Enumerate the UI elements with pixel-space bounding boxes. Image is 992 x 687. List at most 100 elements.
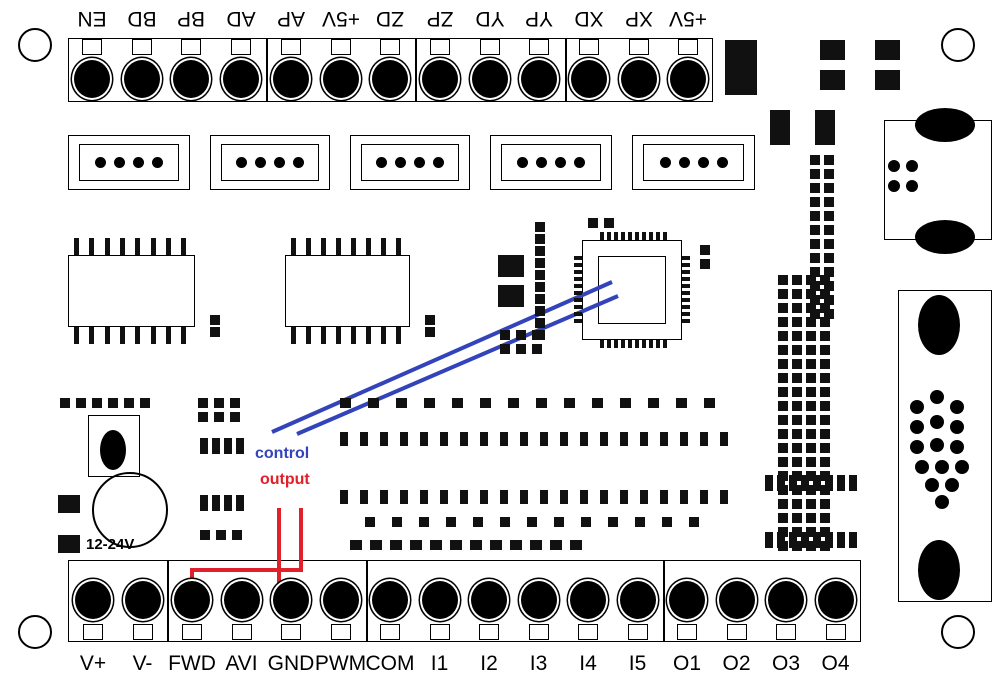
smd-pad: [820, 401, 830, 411]
smd-pad: [540, 490, 548, 504]
smd-pad: [340, 398, 351, 408]
chip-leg: [181, 238, 187, 255]
smd-pad: [813, 475, 821, 491]
db15-pin: [950, 400, 964, 414]
db15-mount: [918, 540, 960, 600]
mounting-hole: [941, 28, 975, 62]
smd-pad: [820, 70, 845, 90]
db15-pin: [955, 460, 969, 474]
smd-pad: [810, 253, 820, 263]
smd-pad: [210, 327, 220, 337]
db15-pin: [930, 415, 944, 429]
smd-pad: [236, 495, 244, 511]
top-terminal-block: [68, 38, 713, 102]
smd-pad: [500, 432, 508, 446]
smd-pad: [440, 490, 448, 504]
smd-pad: [424, 398, 435, 408]
qfp-leg: [635, 340, 639, 348]
smd-pad: [510, 540, 522, 550]
smd-pad: [380, 490, 388, 504]
smd-pad: [806, 373, 816, 383]
smd-pad: [778, 429, 788, 439]
top-terminal-label: YD: [475, 7, 505, 30]
qfp-leg: [656, 340, 660, 348]
smd-pad: [470, 540, 482, 550]
smd-pad: [700, 432, 708, 446]
qfp-leg: [574, 284, 582, 288]
smd-pad: [420, 490, 428, 504]
smd-pad: [473, 517, 483, 527]
chip-leg: [381, 238, 387, 255]
chip-leg: [321, 238, 327, 255]
db15-pin: [915, 460, 929, 474]
terminal-tab: [678, 39, 699, 55]
smd-pad: [824, 281, 834, 291]
smd-pad: [806, 499, 816, 509]
smd-pad: [801, 532, 809, 548]
smd-pad: [212, 495, 220, 511]
chip-leg: [166, 327, 171, 344]
smd-pad: [660, 432, 668, 446]
smd-pad: [789, 475, 797, 491]
smd-pad: [778, 415, 788, 425]
smd-pad: [380, 432, 388, 446]
smd-pad: [532, 344, 542, 354]
terminal-tab: [726, 624, 747, 640]
smd-pad: [777, 532, 785, 548]
qfp-leg: [574, 256, 582, 260]
smd-pad: [806, 317, 816, 327]
terminal-tab: [776, 624, 796, 640]
smd-pad: [806, 331, 816, 341]
qfp-leg: [628, 232, 632, 240]
smd-pad: [396, 398, 407, 408]
bottom-terminal-block: [68, 560, 861, 642]
smd-pad: [820, 317, 830, 327]
smd-pad: [792, 457, 802, 467]
terminal-tab: [280, 39, 301, 55]
smd-pad: [535, 282, 545, 292]
db15-pin: [925, 478, 939, 492]
smd-pad: [820, 303, 830, 313]
smd-pad: [820, 345, 830, 355]
terminal-tab: [380, 624, 400, 640]
smd-pad: [450, 540, 462, 550]
bottom-terminal-label: FWD: [168, 652, 216, 675]
smd-pad: [778, 373, 788, 383]
smd-pad: [820, 359, 830, 369]
smd-pad: [500, 344, 510, 354]
smd-pad: [813, 532, 821, 548]
top-terminal-label: AD: [226, 7, 256, 30]
smd-pad: [340, 432, 348, 446]
smd-pad: [700, 259, 710, 269]
smd-pad: [765, 475, 773, 491]
terminal-tab: [380, 39, 401, 55]
smd-pad: [849, 475, 857, 491]
screw-terminal: [372, 581, 408, 619]
chip-leg: [291, 327, 296, 344]
smd-pad: [806, 443, 816, 453]
smd-pad: [212, 438, 220, 454]
screw-terminal: [123, 60, 160, 98]
connector-pin: [414, 157, 425, 168]
screw-terminal: [619, 581, 656, 619]
smd-pad: [778, 303, 788, 313]
connector-pin: [433, 157, 444, 168]
smd-pad: [508, 398, 519, 408]
chip-leg: [351, 327, 357, 344]
top-terminal-label: ZD: [376, 7, 405, 30]
smd-pad: [550, 540, 562, 550]
terminal-tab: [132, 624, 153, 640]
smd-pad: [792, 387, 802, 397]
smd-pad: [806, 303, 816, 313]
smd-pad: [554, 517, 564, 527]
smd-pad: [230, 412, 240, 422]
connector-pin: [678, 157, 690, 168]
top-terminal-label: EN: [77, 7, 107, 30]
connector-pin: [236, 157, 247, 168]
bottom-terminal-label: O4: [821, 652, 850, 675]
smd-pad: [820, 415, 830, 425]
qfp-leg: [649, 340, 653, 348]
screw-terminal: [322, 60, 359, 98]
smd-pad: [700, 490, 708, 504]
